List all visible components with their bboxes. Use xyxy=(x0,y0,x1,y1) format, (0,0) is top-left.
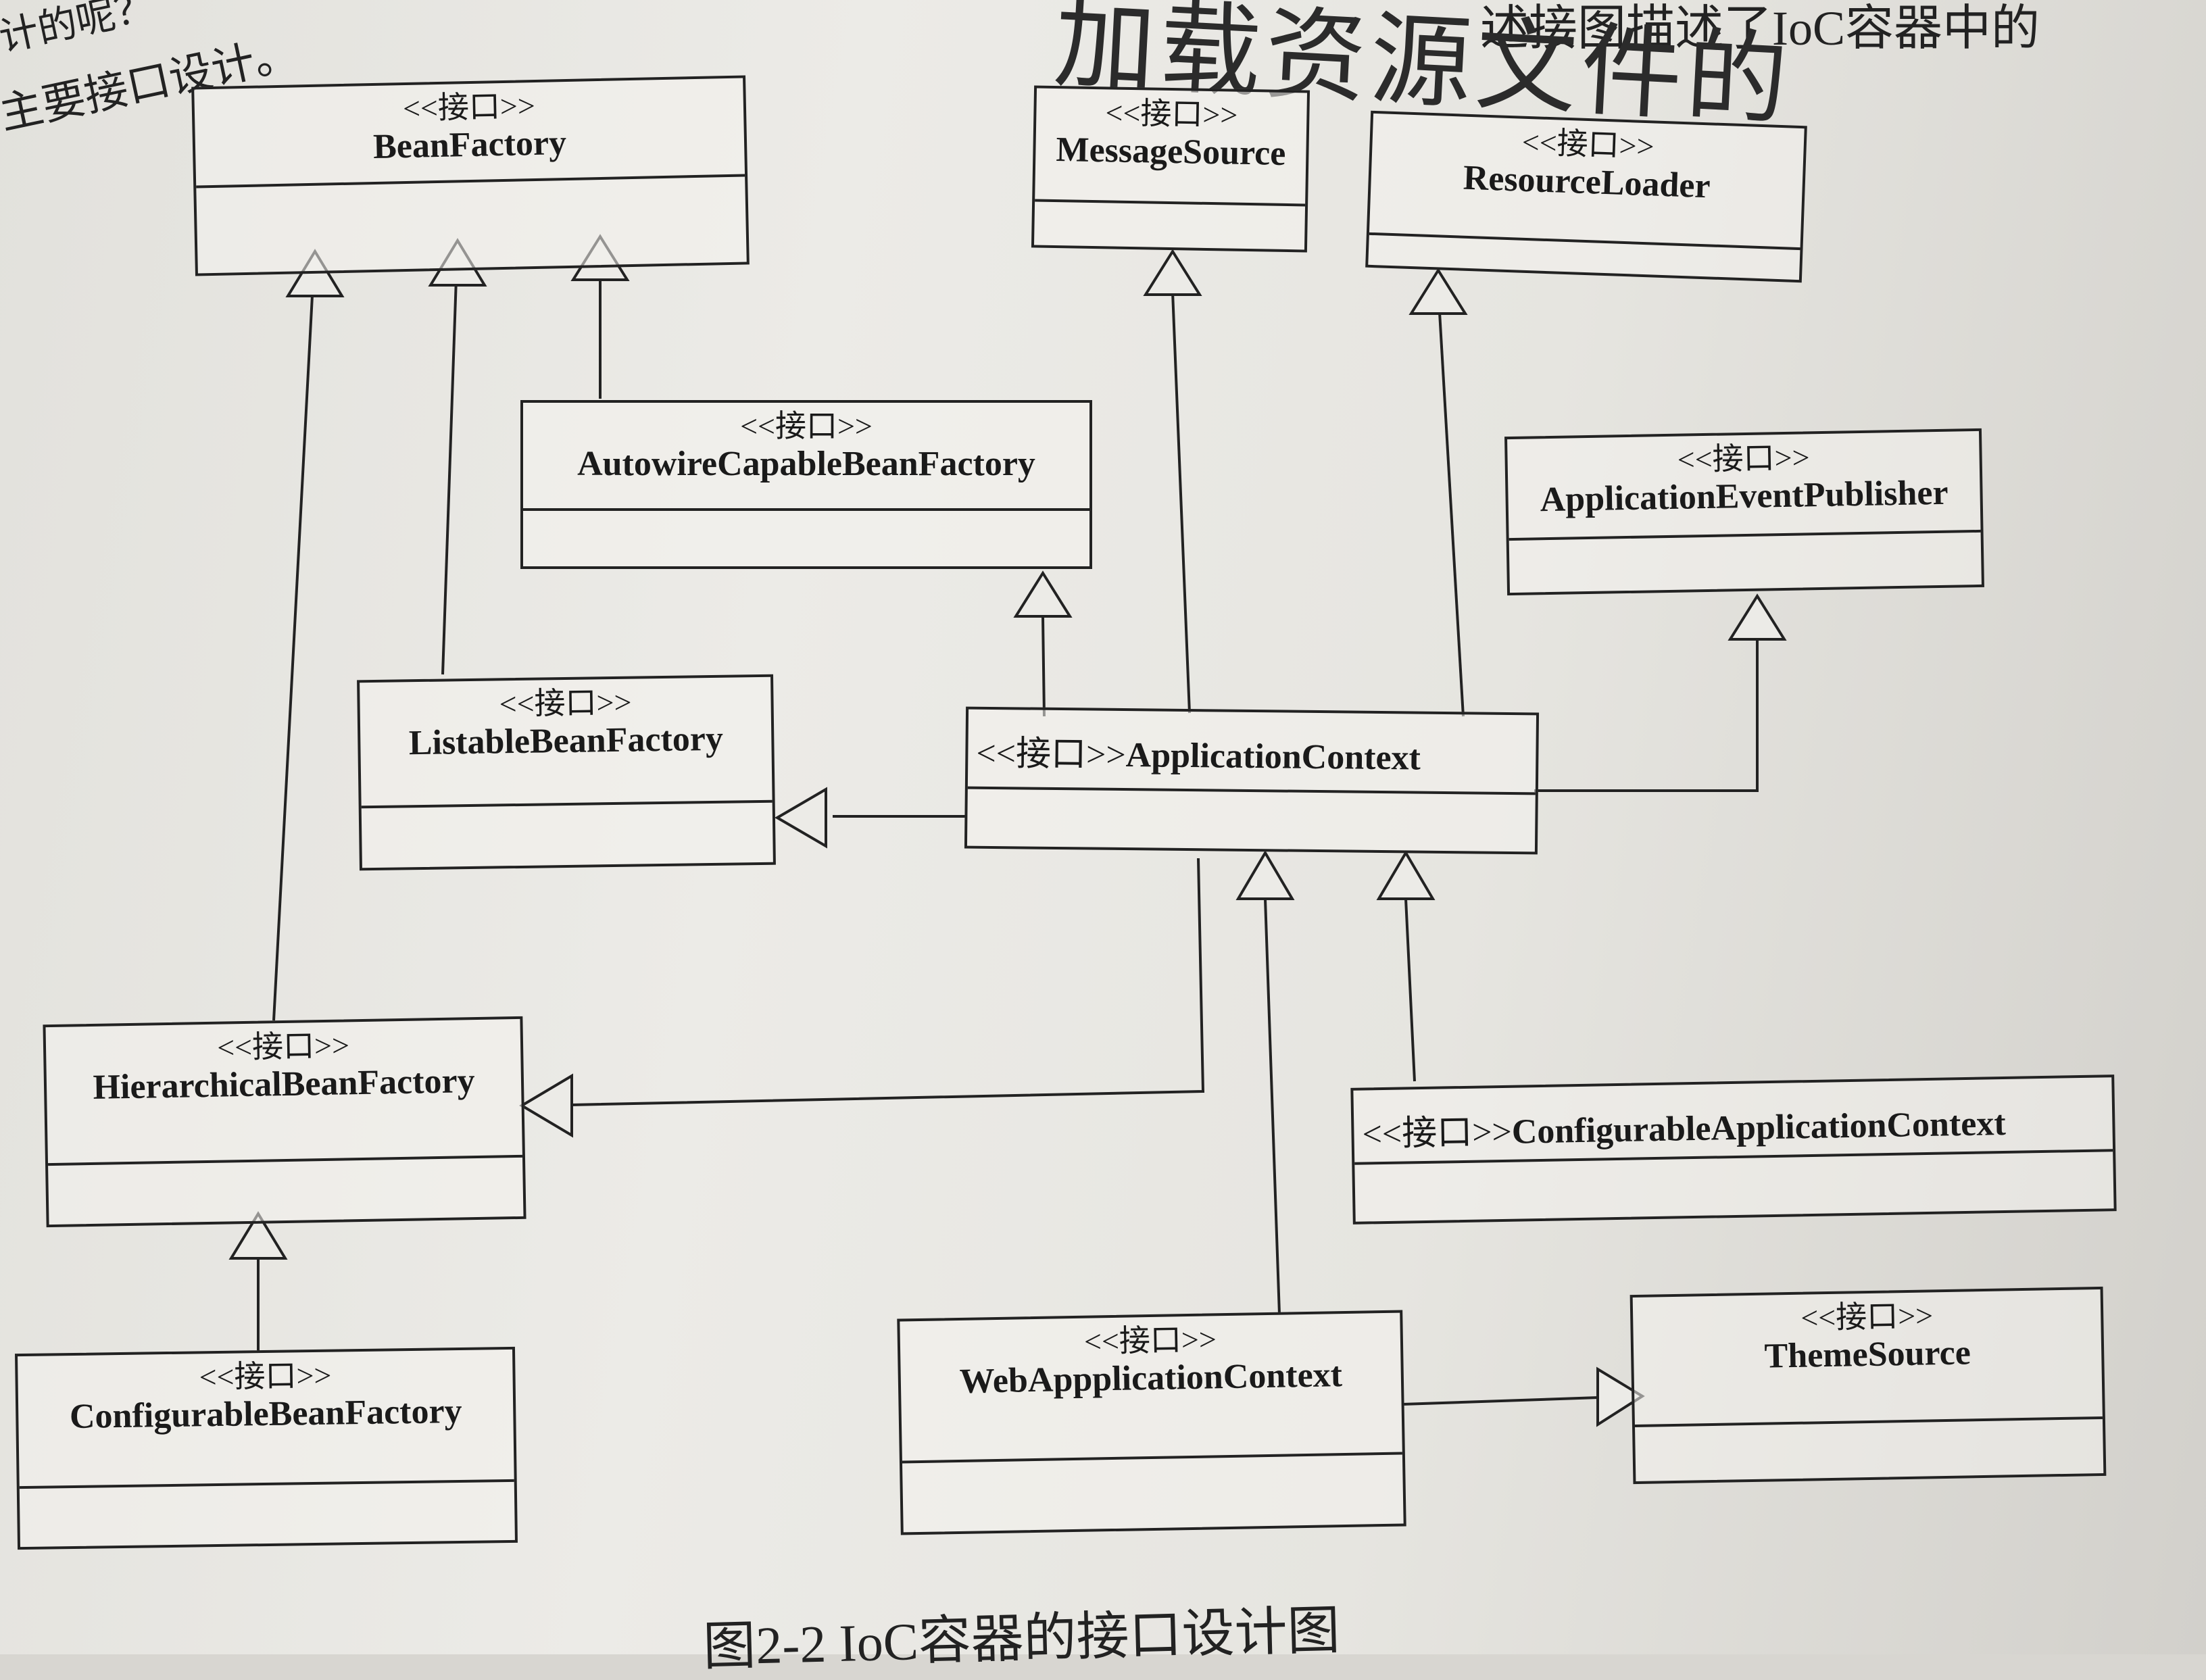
interface-themesource[interactable]: <<接口>> ThemeSource xyxy=(1629,1286,2107,1485)
edge-appctx-to-hierarchical xyxy=(570,858,1205,1106)
figure-caption: 图2-2 IoC容器的接口设计图 xyxy=(702,1600,1341,1677)
interface-name: ThemeSource xyxy=(1764,1333,1971,1376)
stereotype-label: <<接口>> xyxy=(1362,1112,1513,1154)
interface-configurableapplicationcontext[interactable]: <<接口>>ConfigurableApplicationContext xyxy=(1350,1074,2117,1225)
arrowhead-eventpublisher xyxy=(1727,593,1787,641)
arrowhead-hierarchical-2 xyxy=(228,1211,288,1260)
edge-listable-to-beanfactory xyxy=(441,278,458,675)
arrowhead-listable xyxy=(775,787,827,849)
interface-name: ConfigurableBeanFactory xyxy=(69,1391,462,1436)
interface-autowirecapablebeanfactory[interactable]: <<接口>> AutowireCapableBeanFactory xyxy=(520,400,1092,569)
stereotype-label: <<接口>> xyxy=(199,1358,332,1395)
edge-hierarchical-to-beanfactory xyxy=(272,295,314,1021)
interface-name: WebAppplicationContext xyxy=(959,1355,1343,1401)
edge-configurableappctx-to-appctx xyxy=(1404,898,1416,1082)
interface-applicationeventpublisher[interactable]: <<接口>> ApplicationEventPublisher xyxy=(1504,428,1984,596)
interface-name: ListableBeanFactory xyxy=(408,719,724,762)
interface-configurablebeanfactory[interactable]: <<接口>> ConfigurableBeanFactory xyxy=(15,1346,518,1550)
edge-appctx-to-eventpublisher xyxy=(1534,639,1759,792)
interface-name: AutowireCapableBeanFactory xyxy=(577,444,1035,483)
edge-webappctx-to-appctx xyxy=(1264,898,1281,1315)
interface-name: ConfigurableApplicationContext xyxy=(1511,1104,2007,1152)
arrowhead-themesource xyxy=(1596,1366,1645,1427)
stereotype-label: <<接口>> xyxy=(740,409,873,443)
interface-messagesource[interactable]: <<接口>> MessageSource xyxy=(1031,85,1310,253)
interface-listablebeanfactory[interactable]: <<接口>> ListableBeanFactory xyxy=(357,674,776,871)
interface-name: ApplicationContext xyxy=(1125,736,1421,778)
arrowhead-messagesource xyxy=(1143,249,1202,296)
stereotype-label: <<接口>> xyxy=(976,734,1126,775)
stereotype-label: <<接口>> xyxy=(1105,95,1238,132)
arrowhead-hierarchical xyxy=(519,1073,573,1138)
header-text-right: 述接图描述了IoC容器中的 xyxy=(1480,1,2040,55)
arrowhead-appctx-2 xyxy=(1376,850,1436,900)
interface-beanfactory[interactable]: <<接口>> BeanFactory xyxy=(191,75,750,276)
arrowhead-appctx-1 xyxy=(1235,850,1295,900)
interface-hierarchicalbeanfactory[interactable]: <<接口>> HierarchicalBeanFactory xyxy=(43,1016,526,1228)
edge-appctx-to-autowire xyxy=(1041,616,1046,717)
edge-webappctx-to-themesource xyxy=(1402,1396,1599,1406)
arrowhead-resourceloader xyxy=(1408,268,1468,315)
interface-name: HierarchicalBeanFactory xyxy=(93,1061,476,1107)
edge-appctx-to-messagesource xyxy=(1171,291,1191,714)
arrowhead-autowire xyxy=(1013,570,1073,618)
stereotype-label: <<接口>> xyxy=(499,685,632,722)
interface-webapplicationcontext[interactable]: <<接口>> WebAppplicationContext xyxy=(897,1310,1406,1535)
interface-name: ApplicationEventPublisher xyxy=(1540,473,1948,519)
interface-applicationcontext[interactable]: <<接口>>ApplicationContext xyxy=(964,706,1540,855)
interface-name: MessageSource xyxy=(1056,130,1286,173)
edge-appctx-to-resourceloader xyxy=(1438,312,1465,717)
interface-resourceloader[interactable]: <<接口>> ResourceLoader xyxy=(1365,110,1807,283)
